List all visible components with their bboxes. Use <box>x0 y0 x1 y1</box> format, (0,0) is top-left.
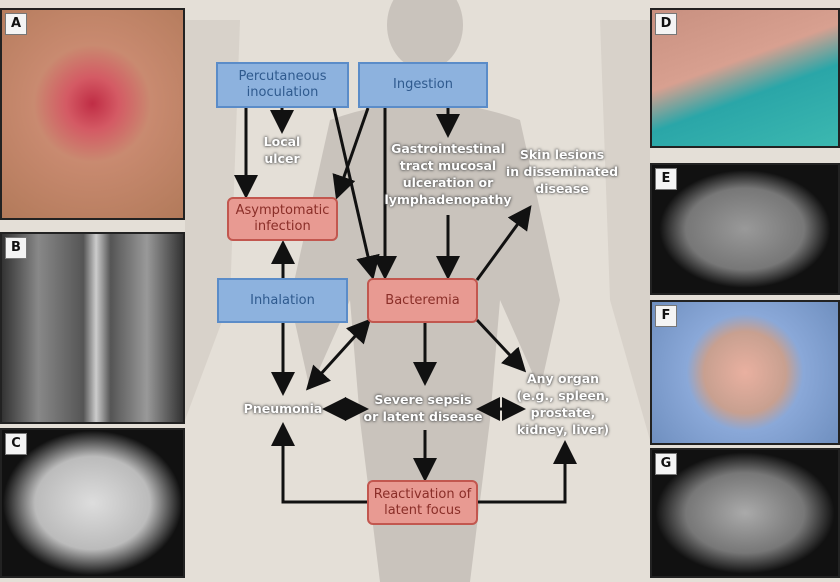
asymptomatic-infection-box: Asymptomatic infection <box>227 197 338 241</box>
skin-lesions-label: Skin lesions in disseminated disease <box>505 147 619 196</box>
bacteremia-box: Bacteremia <box>367 278 478 323</box>
panel-label: C <box>5 433 27 455</box>
panel-label: G <box>655 453 677 475</box>
local-ulcer-label: Local ulcer <box>263 134 301 166</box>
any-organ-label: Any organ (e.g., spleen, prostate, kidne… <box>516 371 610 437</box>
panel-label: D <box>655 13 677 35</box>
photo-panel-f: F <box>650 300 840 445</box>
ingestion-box: Ingestion <box>358 62 488 108</box>
ct-panel-g: G <box>650 448 840 578</box>
ct-panel-c: C <box>0 428 185 578</box>
panel-label: B <box>5 237 27 259</box>
gi-label: Gastrointestinal tract mucosal ulceratio… <box>384 141 512 207</box>
inhalation-box: Inhalation <box>217 278 348 323</box>
photo-panel-d: D <box>650 8 840 148</box>
reactivation-box: Reactivation of latent focus <box>367 480 478 525</box>
severe-sepsis-label: Severe sepsis or latent disease <box>363 392 483 424</box>
pneumonia-label: Pneumonia <box>243 401 323 416</box>
panel-label: A <box>5 13 27 35</box>
percutaneous-inoculation-box: Percutaneous inoculation <box>216 62 349 108</box>
xray-panel-b: B <box>0 232 185 424</box>
ct-panel-e: E <box>650 163 840 295</box>
panel-label: F <box>655 305 677 327</box>
panel-label: E <box>655 168 677 190</box>
photo-panel-a: A <box>0 8 185 220</box>
